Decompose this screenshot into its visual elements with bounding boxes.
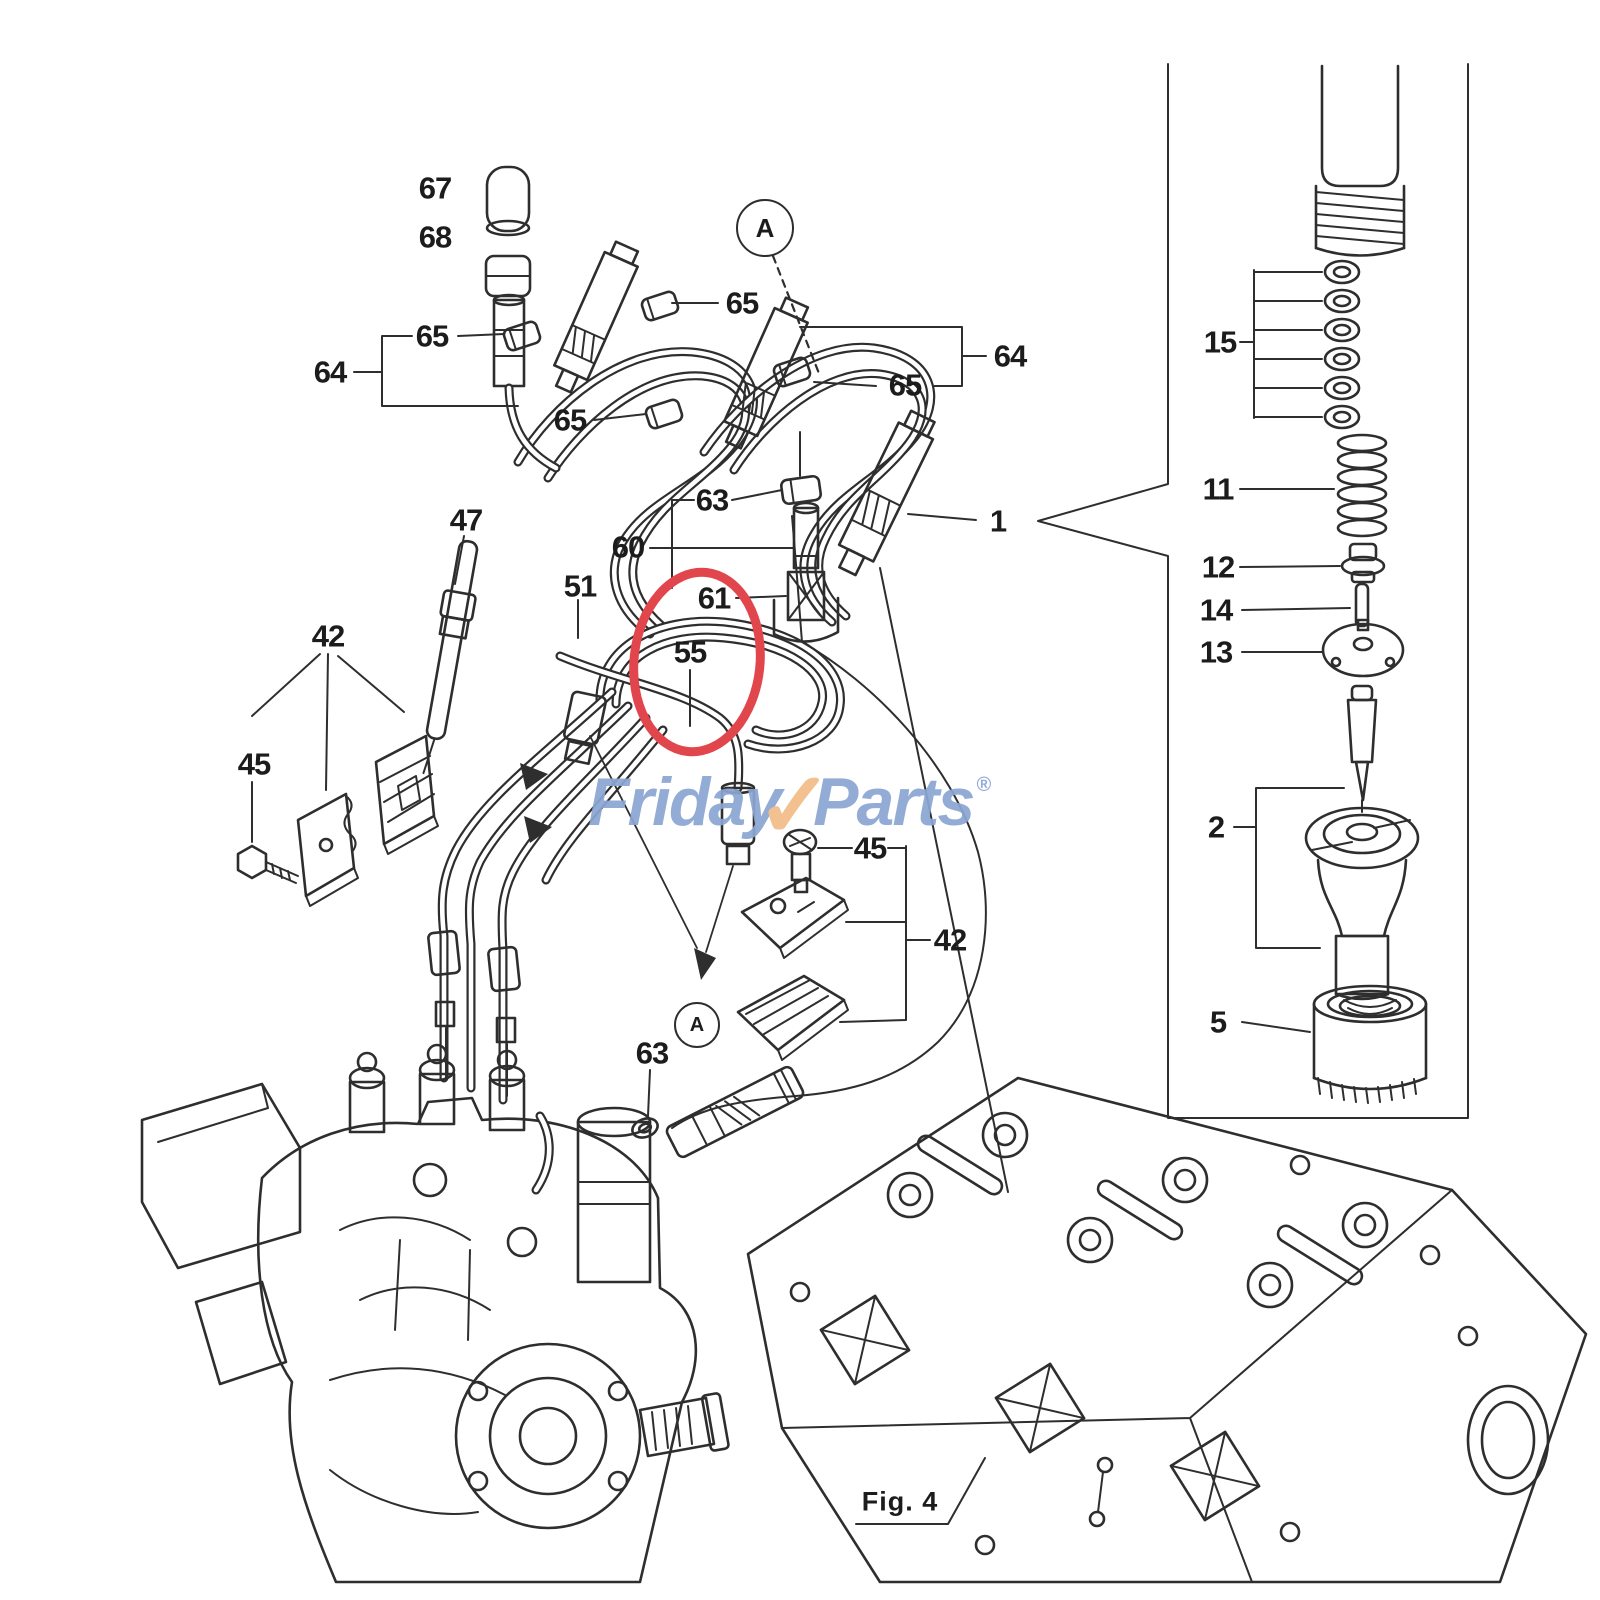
part-label-60: 60: [611, 529, 645, 565]
spring-seat-part-12: [1239, 542, 1386, 584]
injector-assembly-part-1: [837, 409, 936, 577]
rocker-details: [886, 1111, 1389, 1309]
bundle-union-fitting: [563, 690, 607, 766]
part-label-47: 47: [449, 502, 483, 538]
view-balloon-A: A: [674, 1002, 720, 1048]
part-label-63: 63: [695, 482, 729, 518]
fuel-return-pipe-right: [699, 342, 936, 627]
pipe-clamp-65-a: [502, 320, 542, 352]
injector-body-left: [553, 240, 640, 394]
part-label-14: 14: [1199, 592, 1233, 628]
part-label-45: 45: [853, 830, 887, 866]
mount-plate-42-left: [296, 792, 359, 907]
injector-body-mid: [723, 296, 810, 450]
fuel-pipe-part-55: [555, 651, 756, 980]
clamp-rubber-42-lower: [736, 974, 849, 1061]
pipe-to-injector: [504, 383, 561, 473]
clamp-plate-42-upper: [740, 876, 849, 959]
part-label-65: 65: [725, 285, 759, 321]
check-swoosh-icon: ✓: [756, 755, 833, 857]
part-label-51: 51: [563, 568, 597, 604]
part-label-5: 5: [1209, 1004, 1227, 1040]
intake-ports: [819, 1294, 1261, 1522]
nozzle-nut-part-5: [1241, 984, 1428, 1104]
pipe-clamp-65-d: [772, 356, 812, 388]
part-label-42: 42: [311, 618, 345, 654]
flow-arrows: [520, 763, 552, 843]
part-label-64: 64: [313, 354, 347, 390]
part-label-55: 55: [673, 634, 707, 670]
part-label-42: 42: [933, 922, 967, 958]
part-label-63: 63: [635, 1035, 669, 1071]
nut-stack-part-15: [1239, 259, 1361, 430]
delivery-pipe-part-63: [631, 1065, 805, 1159]
part-label-15: 15: [1203, 324, 1237, 360]
registered-mark: ®: [976, 774, 992, 796]
fuel-pipe-part-47: [422, 539, 479, 775]
push-rod-part-14: [1241, 582, 1370, 628]
leader-lines: [251, 254, 1009, 1525]
part-label-61: 61: [697, 580, 731, 616]
spring-part-11: [1239, 433, 1388, 538]
cylinder-head: [746, 1076, 1588, 1584]
nozzle-body-part-2: [1233, 787, 1420, 1001]
part-label-67: 67: [418, 170, 452, 206]
injection-pump: [140, 1043, 730, 1584]
view-balloon-A: A: [736, 199, 794, 257]
bolt-part-45-left: [236, 844, 299, 884]
injector-stud-part: [1314, 64, 1406, 257]
part-label-64: 64: [993, 338, 1027, 374]
pipe-clamp-65-b: [640, 290, 680, 322]
bundle-end-fittings: [427, 929, 521, 1097]
figure-caption: Fig. 4: [861, 1486, 939, 1517]
injection-pipe-bundle-51: [437, 616, 845, 1105]
part-label-45: 45: [237, 746, 271, 782]
part-label-11: 11: [1202, 471, 1235, 507]
watermark-text-parts: Parts: [813, 764, 975, 840]
cap-nut-part-68: [484, 254, 532, 388]
rubber-grommet-42-left: [374, 734, 439, 855]
pipe-cap-part-67: [485, 165, 531, 237]
watermark-text-friday: Friday: [588, 764, 782, 840]
part-label-13: 13: [1199, 634, 1233, 670]
part-label-1: 1: [989, 503, 1007, 539]
part-label-65: 65: [888, 367, 922, 403]
joint-part-61: [772, 570, 840, 643]
part-label-68: 68: [418, 219, 452, 255]
highlight-ellipse: [629, 567, 765, 757]
group-boundary-curve: [671, 515, 987, 1129]
nozzle-needle-part: [1346, 684, 1378, 813]
pipe-clamp-65-c: [644, 398, 684, 430]
fridayparts-watermark: Friday✓Parts®: [588, 752, 991, 859]
part-label-12: 12: [1201, 549, 1235, 585]
clamp-part-63-top: [779, 431, 823, 506]
stop-plate-part-13: [1241, 618, 1405, 678]
part-label-2: 2: [1207, 809, 1225, 845]
part-label-65: 65: [415, 318, 449, 354]
part-label-65: 65: [553, 402, 587, 438]
detail-panel-border: [1037, 63, 1469, 1119]
